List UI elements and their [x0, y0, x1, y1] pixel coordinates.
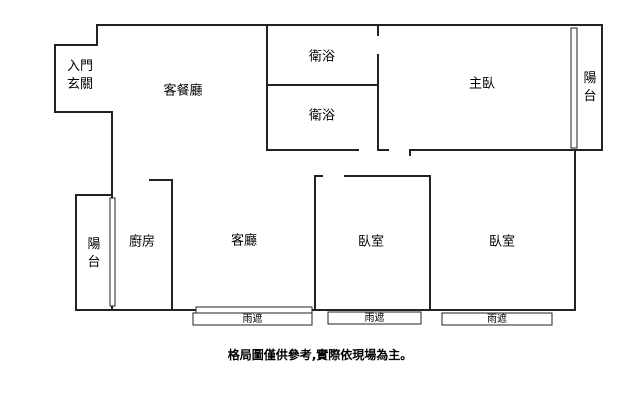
room-balcony-right-label: 陽台 [583, 71, 597, 104]
awning-label-1: 雨遮 [242, 314, 263, 325]
disclaimer-note: 格局圖僅供參考,實際依現場為主。 [227, 348, 413, 362]
room-living-room-label: 客廳 [230, 233, 258, 249]
room-balcony-left-label: 陽台 [87, 237, 101, 270]
room-master-bedroom-label: 主臥 [468, 76, 496, 92]
room-kitchen-label: 廚房 [128, 234, 156, 250]
room-entrance-label: 入門 玄關 [66, 59, 94, 92]
room-bedroom-2-label: 臥室 [488, 234, 516, 250]
awning-label-3: 雨遮 [487, 314, 507, 325]
room-bedroom-1-label: 臥室 [357, 234, 385, 250]
room-bath-2-label: 衛浴 [308, 108, 336, 124]
awning-label-2: 雨遮 [364, 313, 385, 324]
room-bath-1-label: 衛浴 [308, 49, 336, 65]
room-living-dining-label: 客餐廳 [163, 83, 203, 99]
